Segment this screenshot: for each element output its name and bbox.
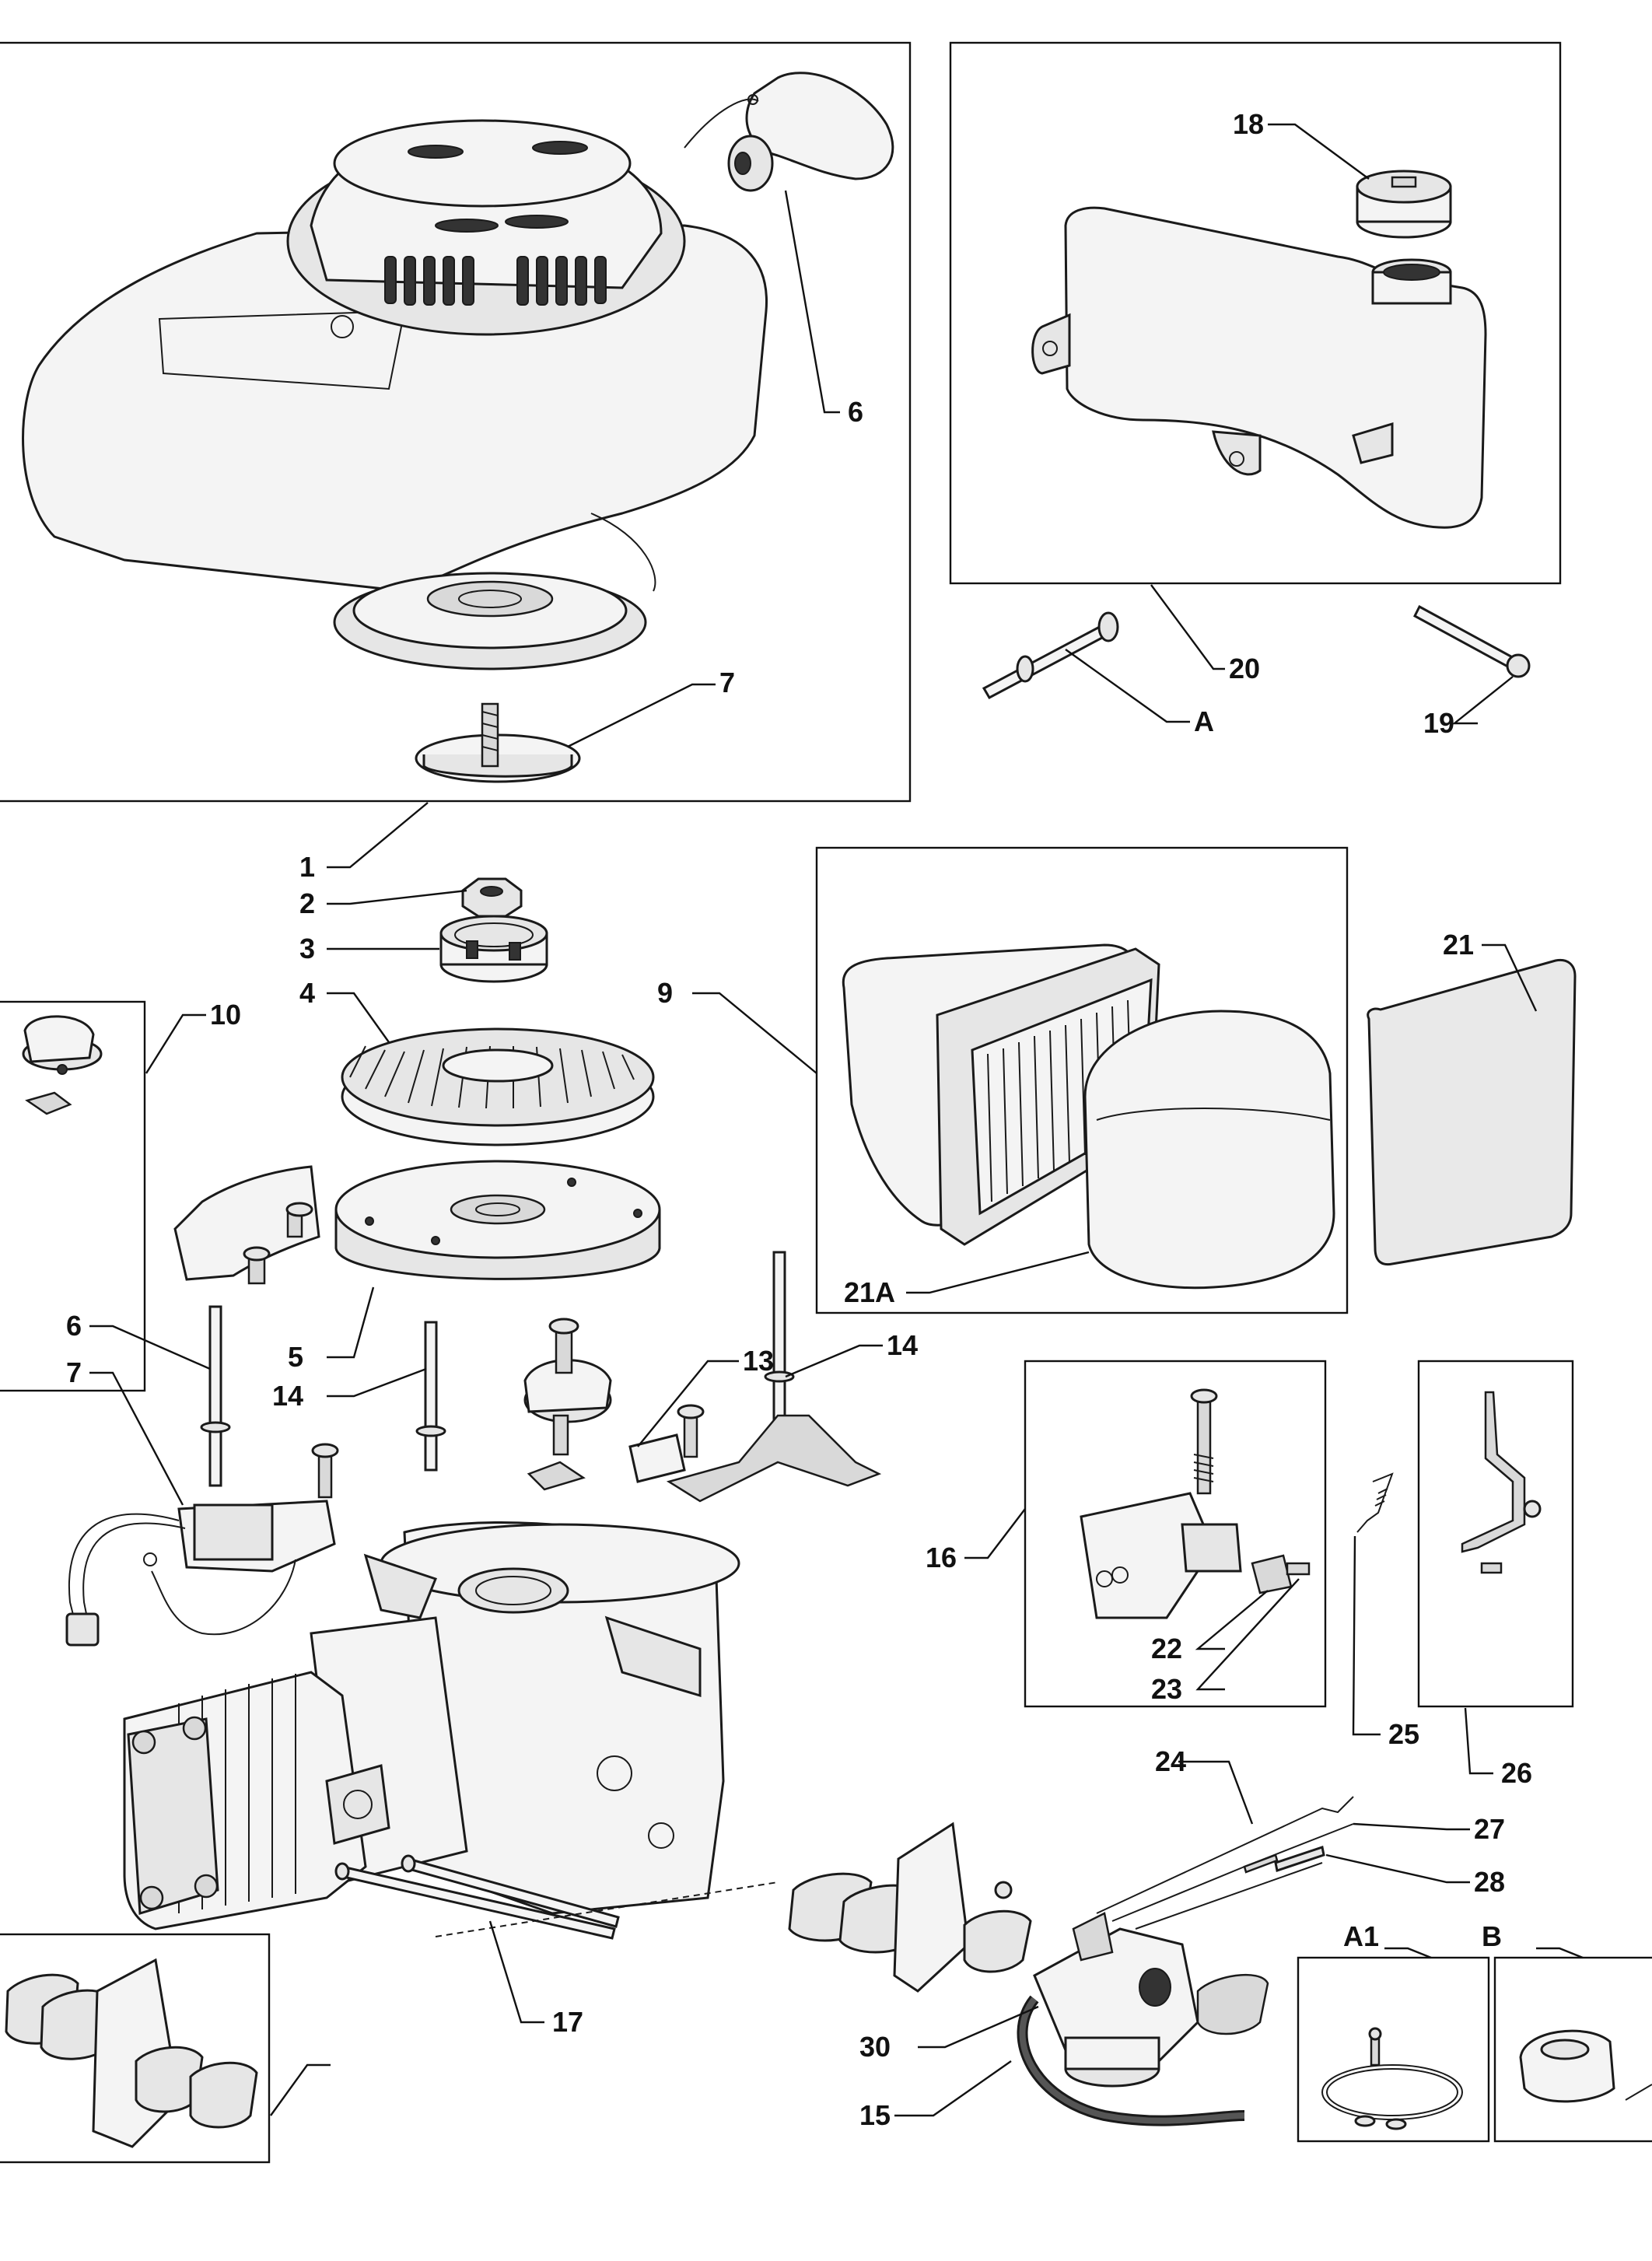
callout-label: 18 [1233,108,1264,140]
kit-a-parts [1321,2027,1463,2130]
bracket-stud [764,1251,795,1425]
control-bracket [628,1404,882,1503]
intake-port [325,1764,390,1845]
callout-label: 10 [210,999,241,1031]
starter-pulley [333,572,647,670]
fuel-hose [1017,1995,1245,2126]
callout-label-part6: 6 [66,1310,82,1342]
leader-lines [89,123,1584,2117]
callout-label: 14 [272,1380,303,1412]
callout-label: A1 [1343,1920,1379,1952]
callout-label: A [1194,705,1214,737]
ignition-sensor-box [0,1000,146,1392]
coil-stud [415,1321,446,1472]
callout-label: B [1482,1920,1502,1952]
carb-gaskets [788,1822,1032,1993]
governor-spring [1356,1472,1394,1533]
governor-lever [1461,1391,1542,1574]
kit-a1-parts [1519,2029,1652,2103]
callout-label: 19 [1423,707,1454,739]
kit-a-box [1297,1956,1490,2143]
tank-bolt [982,611,1119,700]
callout-label: 17 [552,2006,583,2038]
starter-cup [415,702,581,783]
starter-assembly-box [0,41,912,803]
ignition-coil [65,1443,339,1647]
pre-filter-foam [1367,958,1577,1266]
callout-label: 21A [844,1276,895,1308]
callout-label: 2 [299,887,315,919]
fuel-tank [1031,206,1487,529]
callout-label: 1 [299,851,315,883]
air-filter-box [815,846,1349,1314]
ignition-stud [200,1305,231,1487]
callout-label: 22 [1151,1633,1182,1664]
starter-cup-ring [439,915,548,983]
governor-sensor [523,1318,612,1491]
governor-assembly [1080,1388,1311,1619]
callout-label: 4 [299,977,315,1009]
callout-label: 5 [288,1341,303,1373]
callout-label: 23 [1151,1673,1182,1705]
gasket-kit-b-box [0,1933,271,2164]
callout-label: 25 [1388,1718,1419,1750]
callout-labels-extra: 6 7 [66,1310,82,1388]
callout-labels: 6 7 18 20 A 19 1 2 3 4 10 9 21 21A 5 29 … [210,108,1532,2131]
callout-label: 15 [859,2099,891,2131]
callout-label: 21 [1443,929,1474,961]
fuel-tank-box [949,41,1562,585]
callout-label: 20 [1229,653,1260,684]
callout-label: 27 [1474,1813,1505,1845]
callout-label: 7 [719,667,735,698]
flywheel [334,1160,661,1280]
callout-label: 30 [859,2031,891,2063]
callout-label: 24 [1155,1745,1186,1777]
callout-label: 6 [848,396,863,428]
flywheel-nut [461,877,523,918]
cylinder-head [123,1671,367,1930]
callout-label: 13 [743,1345,774,1377]
engine-block [310,1521,740,1915]
governor-box [1024,1360,1327,1708]
carb-studs [334,1854,620,1940]
fuel-neck [1371,258,1452,305]
fuel-cap [1356,170,1452,239]
starter-handle [684,72,894,192]
cooling-fan [341,1027,655,1146]
flywheel-shield [173,1165,320,1285]
tank-pin [1413,604,1531,678]
recoil-starter-cover [286,119,686,336]
carburetor [1033,1912,1269,2088]
callout-label: 14 [887,1329,918,1361]
air-filter-housing [842,943,1160,1246]
governor-lever-box [1417,1360,1574,1708]
callout-label: 9 [657,977,673,1009]
callout-label-part7: 7 [66,1356,82,1388]
callout-label: 28 [1474,1866,1505,1898]
throttle-links [1096,1796,1354,1930]
kit-a1-box [1493,1956,1652,2143]
callout-label: 16 [926,1542,957,1573]
air-filter-cover [1083,1010,1335,1290]
sensor-assembly [22,1015,103,1115]
callout-label: 3 [299,933,315,964]
callout-label: 26 [1501,1757,1532,1789]
starter-rope [590,513,656,592]
gasket-kit-b-parts [5,1958,258,2148]
